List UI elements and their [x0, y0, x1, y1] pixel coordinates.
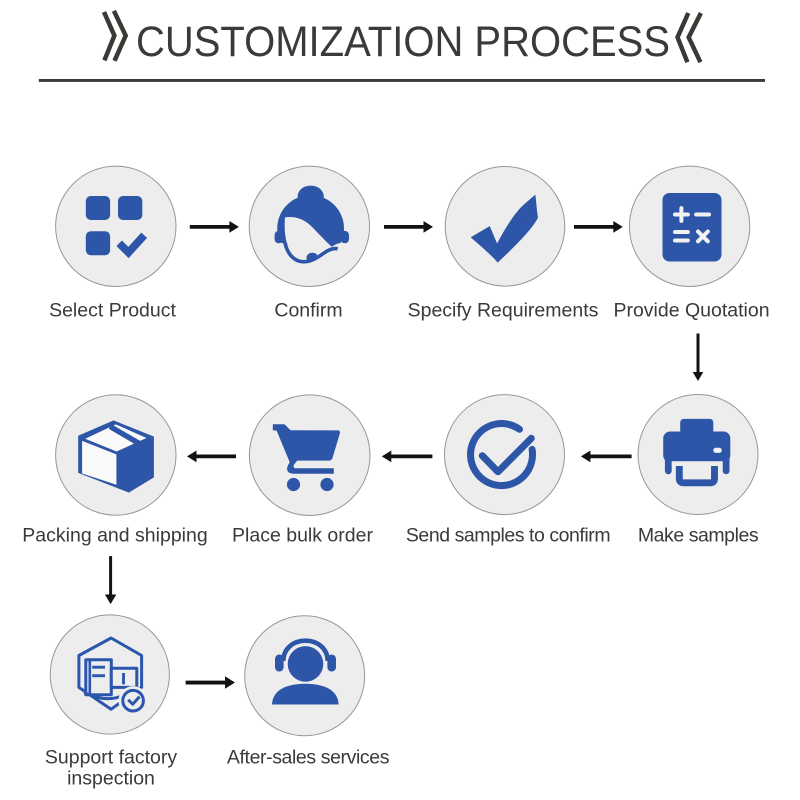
svg-text:Make samples: Make samples [638, 524, 759, 546]
svg-text:Packing and shipping: Packing and shipping [22, 524, 207, 546]
svg-text:Confirm: Confirm [274, 299, 342, 321]
svg-text:inspection: inspection [67, 768, 155, 790]
svg-text:After-sales services: After-sales services [227, 747, 390, 769]
svg-text:CUSTOMIZATION PROCESS: CUSTOMIZATION PROCESS [136, 18, 670, 65]
svg-text:Send samples to confirm: Send samples to confirm [406, 524, 610, 546]
svg-text:Provide Quotation: Provide Quotation [613, 299, 769, 321]
svg-text:Place bulk order: Place bulk order [232, 524, 373, 546]
svg-text:Support factory: Support factory [45, 747, 177, 769]
svg-text:Specify Requirements: Specify Requirements [408, 299, 599, 321]
svg-text:Select Product: Select Product [49, 299, 176, 321]
